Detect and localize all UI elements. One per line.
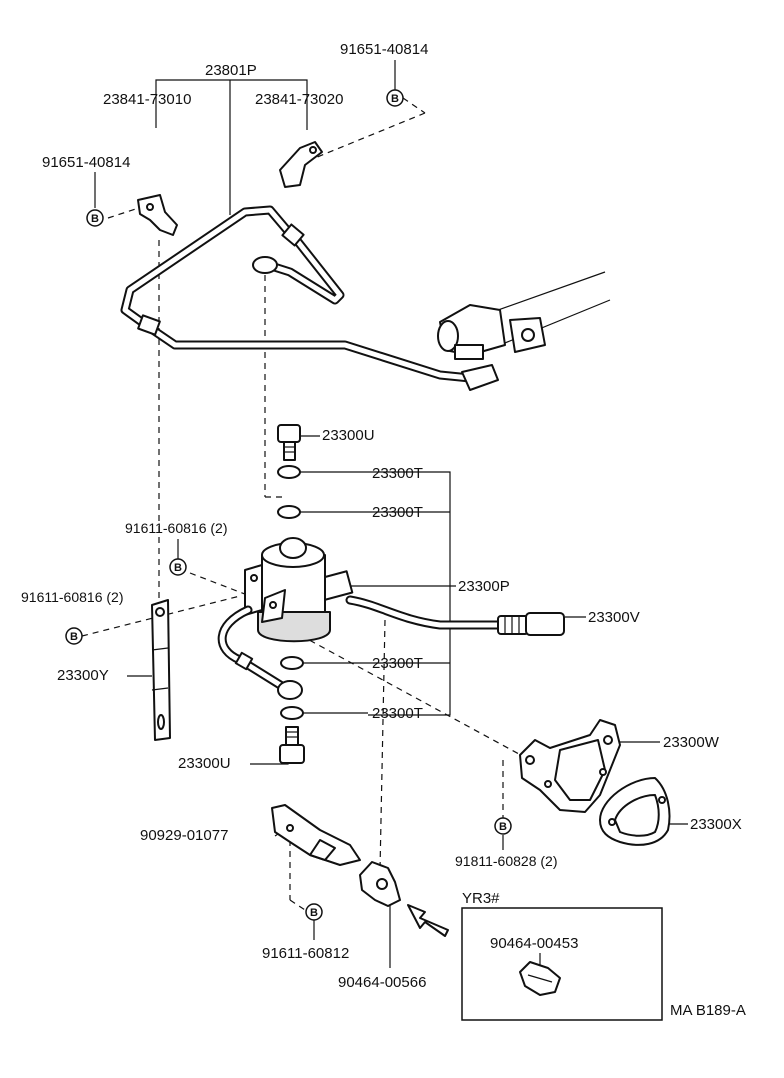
gasket-23300T-1 [277,465,301,479]
label-23300Y: 23300Y [57,667,109,684]
label-23841-73010: 23841-73010 [103,91,191,108]
label-91611-60812: 91611-60812 [262,945,349,962]
svg-text:B: B [310,907,318,919]
label-23300V: 23300V [588,609,640,626]
pipe-end-fitting [461,364,499,391]
bolt-marker-filter-left: B [65,627,83,645]
bolt-marker-top-right: B [386,89,404,107]
label-diagram-code: MA B189-A [670,1002,746,1019]
gasket-23300T-3 [280,656,304,670]
svg-text:B: B [499,821,507,833]
label-23300T-4: 23300T [372,705,423,722]
gasket-23300X [599,777,671,846]
gasket-23300T-4 [280,706,304,720]
bolt-marker-left: B [86,209,104,227]
svg-text:B: B [174,562,182,574]
label-91611-60816-a: 91611-60816 (2) [125,520,227,536]
pointer-arrow [407,904,449,937]
label-23300P: 23300P [458,578,510,595]
label-yr3: YR3# [462,890,500,907]
svg-text:B: B [91,213,99,225]
dashed-alignment-lines [81,97,531,911]
label-91651-40814-top: 91651-40814 [340,41,428,58]
gasket-23300T-2 [277,505,301,519]
label-23841-73020: 23841-73020 [255,91,343,108]
label-90464-00566: 90464-00566 [338,974,426,991]
label-90929-01077: 90929-01077 [140,827,228,844]
bolt-marker-filter-top: B [169,558,187,576]
bolt-marker-91611-60812: B [305,903,323,921]
bracket-23300Y [151,599,171,741]
clamp-23841-73010 [137,194,178,236]
label-23300T-1: 23300T [372,465,423,482]
fuel-filter-23300P [244,537,354,643]
banjo-bolt-23300U-top [277,424,301,461]
svg-text:B: B [391,93,399,105]
svg-text:B: B [70,631,78,643]
banjo-bolt-23300U-bottom [279,726,305,764]
label-23801P: 23801P [205,62,257,79]
yr3-detail-box [461,907,663,1021]
label-90464-00453: 90464-00453 [490,935,578,952]
label-23300U-top: 23300U [322,427,375,444]
label-23300X: 23300X [690,816,742,833]
clamp-90464-00566 [359,861,401,907]
fuel-rail-connector [437,271,611,360]
label-91811-60828: 91811-60828 (2) [455,853,557,869]
label-91651-40814-left: 91651-40814 [42,154,130,171]
lower-fuel-hose [217,605,303,700]
fuel-pipe-23801P [120,205,499,391]
clamp-90464-00453 [519,953,561,996]
bracket-23300W [519,719,621,813]
bolt-marker-91811: B [494,817,512,835]
fuel-hose-23300V [345,595,565,636]
label-23300W: 23300W [663,734,720,751]
banjo-fitting [252,256,278,274]
bracket-90929-01077 [271,804,361,866]
label-91611-60816-b: 91611-60816 (2) [21,589,123,605]
label-23300U-bottom: 23300U [178,755,231,772]
